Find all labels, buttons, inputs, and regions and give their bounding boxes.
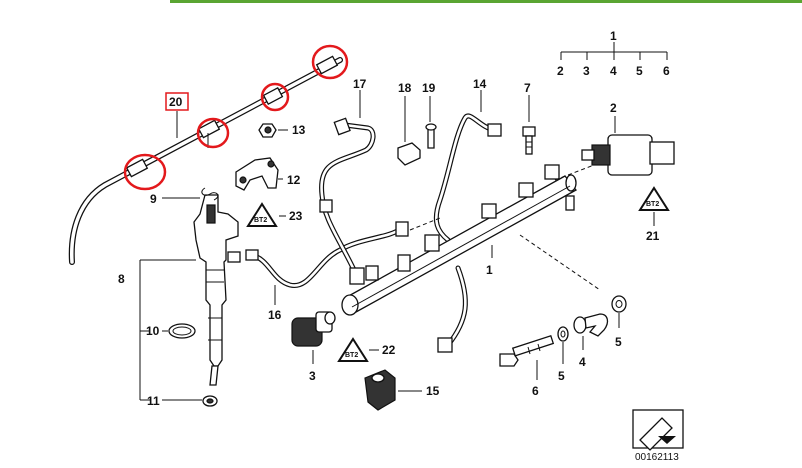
kit-label-4: 4 [610, 64, 617, 78]
diagram-number: 00162113 [635, 452, 679, 463]
label-20-box [165, 92, 189, 111]
banjo-bolt [499, 335, 555, 367]
hose-connector [262, 86, 284, 106]
diagram-reference-icon [632, 409, 684, 451]
label-21: 21 [646, 229, 660, 243]
kit-label-5: 5 [636, 64, 643, 78]
label-22: 22 [382, 343, 396, 357]
hose-connector [197, 119, 221, 148]
hose-connector [125, 158, 149, 178]
bolt [522, 126, 536, 155]
label-16: 16 [268, 308, 282, 322]
red-annotation-marks [123, 44, 349, 191]
annotation-circle [260, 82, 290, 112]
label-19: 19 [422, 81, 436, 95]
label-15: 15 [426, 384, 440, 398]
retaining-clip [201, 187, 219, 201]
kit-tree [560, 42, 668, 60]
pressure-control-valve [291, 311, 336, 347]
svg-text:BT2: BT2 [345, 352, 358, 359]
screw [427, 127, 435, 149]
injector [193, 194, 241, 386]
seal-ring [168, 323, 196, 339]
damper-block [364, 369, 396, 411]
label-14: 14 [473, 77, 487, 91]
high-pressure-pipe [433, 113, 502, 243]
svg-text:BT2: BT2 [646, 201, 659, 208]
label-8: 8 [118, 272, 125, 286]
washer [557, 326, 569, 342]
label-10: 10 [146, 324, 160, 338]
label-6: 6 [532, 384, 539, 398]
sensor-bracket [397, 142, 421, 166]
label-20: 20 [169, 95, 183, 109]
label-12: 12 [287, 173, 301, 187]
label-9: 9 [150, 192, 157, 206]
kit-label-2: 2 [557, 64, 564, 78]
label-4: 4 [579, 355, 586, 369]
label-13: 13 [292, 123, 306, 137]
washer [611, 295, 627, 313]
fuel-rail [341, 164, 577, 316]
pressure-sensor [581, 134, 675, 176]
label-1: 1 [486, 263, 493, 277]
label-11: 11 [147, 394, 160, 408]
kit-label-6: 6 [663, 64, 670, 78]
label-3: 3 [309, 369, 316, 383]
label-23: 23 [289, 209, 303, 223]
hose-connector [315, 55, 339, 75]
high-pressure-pipe [319, 117, 376, 275]
svg-text:BT2: BT2 [254, 217, 267, 224]
return-hose [68, 55, 343, 265]
high-pressure-pipe [437, 265, 468, 353]
annotation-circle [196, 117, 230, 149]
warning-triangle-icon: BT2 [638, 186, 670, 211]
annotation-circle [123, 153, 167, 191]
kit-label-3: 3 [583, 64, 590, 78]
warning-triangle-icon: BT2 [337, 337, 369, 362]
high-pressure-pipe [245, 221, 409, 288]
label-7: 7 [524, 81, 531, 95]
kit-label-1: 1 [610, 29, 617, 43]
annotation-circle [311, 44, 349, 80]
label-18: 18 [398, 81, 412, 95]
label-5c: 5 [615, 335, 622, 349]
label-5b: 5 [558, 369, 565, 383]
hose-fitting [573, 313, 609, 337]
label-17: 17 [353, 77, 367, 91]
warning-triangle-icon: BT2 [246, 202, 278, 227]
label-2: 2 [610, 101, 617, 115]
header-accent-bar [170, 0, 802, 3]
bracket [235, 157, 279, 191]
